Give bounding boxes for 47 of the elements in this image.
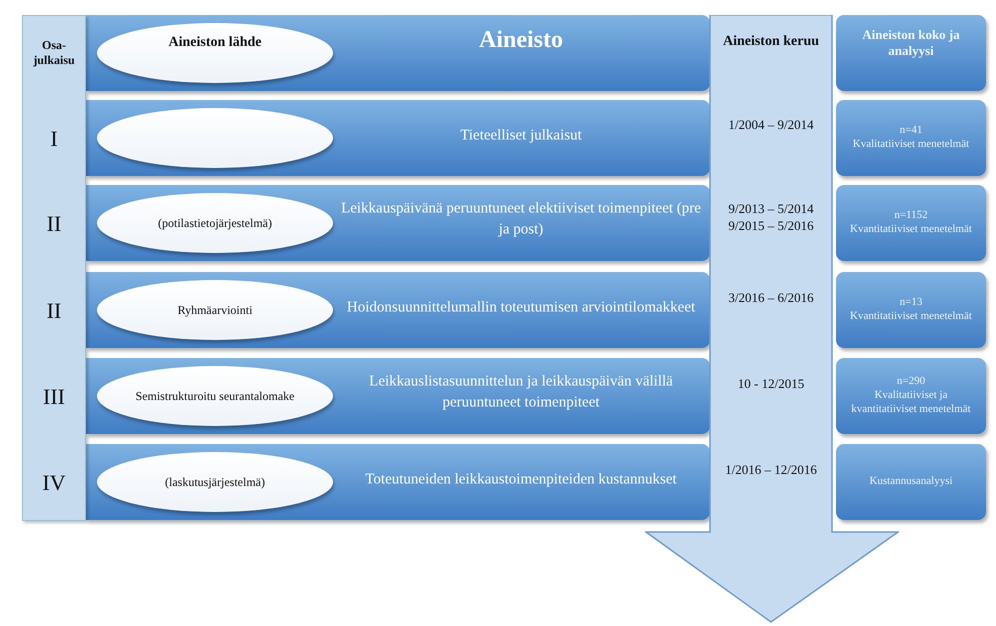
date-range: 9/2015 – 5/2016: [727, 218, 815, 234]
row-band: [86, 272, 710, 348]
column-panel: [22, 15, 86, 521]
analysis-method: Kustannusanalyysi: [869, 475, 953, 489]
part-number: I: [49, 125, 59, 152]
sample-size: n=41: [900, 124, 922, 138]
sample-size: n=1152: [894, 209, 928, 223]
source-text: (laskutusjärjestelmä): [164, 474, 266, 490]
column-heading: Aineiston keruu: [722, 33, 820, 50]
column-heading: Osa-julkaisu: [32, 38, 76, 68]
sample-size: n=13: [900, 296, 922, 310]
header-band: [86, 15, 710, 91]
sample-size: n=290: [896, 375, 926, 390]
column-heading: Aineiston koko ja analyysi: [861, 27, 961, 60]
source-text: Semistrukturoitu seurantalomake: [134, 388, 296, 404]
material-description: Leikkauspäivänä peruuntuneet elektiiviset toimenpiteet (pre ja post): [340, 199, 702, 239]
column-heading: Aineiston lähde: [168, 34, 262, 52]
row-band: [86, 358, 710, 434]
analysis-cell: [836, 444, 986, 520]
analysis-cell: [836, 358, 986, 434]
analysis-cell: [836, 100, 986, 176]
part-number: II: [46, 297, 62, 324]
date-range: 10 - 12/2015: [736, 376, 806, 392]
material-description: Hoidonsuunnittelumallin toteutumisen arviointilomakkeet: [346, 298, 696, 318]
part-number: IV: [41, 469, 67, 496]
date-range: 9/2013 – 5/2014: [727, 201, 815, 218]
analysis-method: Kvalitatiiviset menetelmät: [852, 138, 970, 152]
source-text: (potilastietojärjestelmä): [157, 216, 273, 230]
header-cell: [836, 15, 986, 91]
material-description: Leikkauslistasuunnittelun ja leikkauspäivän välillä peruuntuneet toimenpiteet: [368, 372, 674, 412]
date-range: 3/2016 – 6/2016: [727, 290, 815, 306]
column-heading: Aineisto: [478, 26, 564, 55]
material-description: Toteutuneiden leikkaustoimenpiteiden kustannukset: [364, 470, 678, 490]
row-band: [86, 185, 710, 261]
analysis-method: Kvantitatiiviset menetelmät: [850, 310, 972, 324]
analysis-cell: [836, 272, 986, 348]
analysis-method: Kvantitatiiviset menetelmät: [850, 223, 972, 237]
date-range: 1/2016 – 12/2016: [724, 462, 818, 478]
date-range: 1/2004 – 9/2014: [727, 117, 815, 134]
part-number: II: [46, 210, 62, 238]
source-text: Ryhmäarviointi: [176, 302, 254, 318]
row-band: [86, 444, 710, 520]
part-number: III: [42, 383, 66, 410]
analysis-cell: [836, 185, 986, 261]
analysis-method: Kvalitatiiviset ja kvantitatiiviset menetelmät: [850, 389, 972, 417]
row-band: [86, 100, 710, 176]
material-description: Tieteelliset julkaisut: [459, 126, 583, 146]
